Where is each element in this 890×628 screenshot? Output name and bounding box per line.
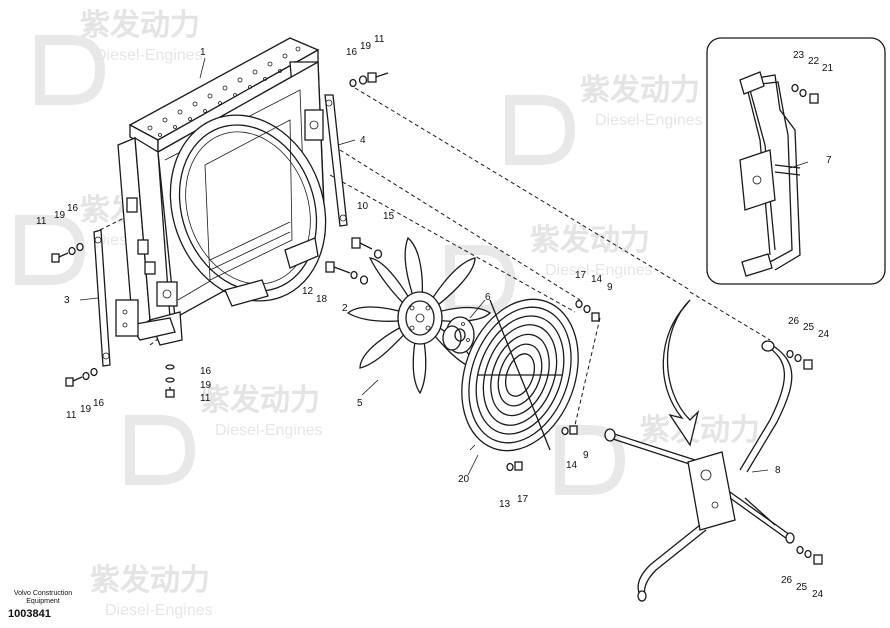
fan-hub	[442, 316, 475, 354]
callout-19: 19	[54, 210, 66, 221]
callout-12: 12	[302, 286, 314, 297]
callout-14: 14	[591, 274, 603, 285]
callout-14: 14	[566, 460, 578, 471]
watermark-cn: 紫发动力	[90, 564, 210, 597]
callout-7: 7	[826, 155, 832, 166]
watermark-en: Diesel-Engines	[95, 47, 203, 64]
watermark-logo	[35, 35, 106, 105]
manufacturer-line-1: Volvo Construction	[13, 590, 73, 597]
callout-17: 17	[517, 494, 529, 505]
watermark-cn: 紫发动力	[200, 384, 320, 417]
radiator-frame	[115, 37, 327, 346]
watermark-logo	[555, 425, 626, 495]
callout-13: 13	[499, 499, 511, 510]
callout-2: 2	[342, 303, 348, 314]
callout-16: 16	[200, 366, 212, 377]
callout-4: 4	[360, 135, 366, 146]
callout-11: 11	[66, 410, 77, 421]
callout-26: 26	[788, 316, 800, 327]
leader-lines	[79, 57, 809, 476]
fasteners	[51, 72, 823, 565]
callout-6: 6	[485, 292, 491, 303]
callout-8: 8	[775, 465, 781, 476]
detail-inset	[706, 37, 886, 285]
callout-22: 22	[808, 56, 820, 67]
watermark-logo	[125, 415, 196, 485]
callout-25: 25	[796, 582, 808, 593]
callout-11: 11	[374, 34, 385, 45]
manufacturer-label: Volvo Construction Equipment	[8, 590, 78, 606]
callout-11: 11	[36, 216, 47, 227]
callout-20: 20	[458, 474, 470, 485]
watermark-cn: 紫发动力	[580, 74, 700, 107]
watermark-en: Diesel-Engines	[105, 602, 213, 619]
callout-21: 21	[822, 63, 834, 74]
stay-rod-left	[93, 229, 111, 367]
orientation-arrow	[662, 299, 700, 447]
callout-19: 19	[200, 380, 212, 391]
callout-18: 18	[316, 294, 328, 305]
stay-rod-right	[324, 94, 348, 227]
callout-10: 10	[357, 201, 369, 212]
manufacturer-line-2: Equipment	[26, 598, 60, 605]
cooling-fan	[346, 236, 492, 395]
callout-16: 16	[346, 47, 358, 58]
callout-16: 16	[93, 398, 105, 409]
callout-24: 24	[812, 589, 824, 600]
callout-17: 17	[575, 270, 587, 281]
watermark-cn: 紫发动力	[80, 9, 200, 42]
fan-guard	[461, 298, 579, 452]
callout-19: 19	[80, 404, 92, 415]
callout-15: 15	[383, 211, 395, 222]
watermark-en: Diesel-Engines	[595, 112, 703, 129]
watermark-en: Diesel-Engines	[215, 422, 323, 439]
watermark-logo	[505, 95, 576, 165]
callout-19: 19	[360, 41, 372, 52]
watermark-cn: 紫发动力	[640, 414, 760, 447]
callout-1: 1	[200, 47, 206, 58]
callout-9: 9	[607, 282, 613, 293]
alignment-lines	[99, 87, 771, 426]
callout-3: 3	[64, 295, 70, 306]
fan-guard-bracket	[604, 340, 795, 602]
callout-9: 9	[583, 450, 589, 461]
callout-26: 26	[781, 575, 793, 586]
callout-5: 5	[357, 398, 363, 409]
callout-11: 11	[200, 393, 211, 404]
callout-16: 16	[67, 203, 79, 214]
callout-24: 24	[818, 329, 830, 340]
watermark-cn: 紫发动力	[530, 224, 650, 257]
callout-25: 25	[803, 322, 815, 333]
watermark-logo	[445, 245, 516, 315]
watermark-en: Diesel-Engines	[545, 262, 653, 279]
drawing-number: 1003841	[8, 608, 51, 620]
callout-labels: 1 2 3 4 5 6 7 8 9 9 10 11 11 11 11 12 13…	[36, 34, 834, 600]
callout-23: 23	[793, 50, 805, 61]
